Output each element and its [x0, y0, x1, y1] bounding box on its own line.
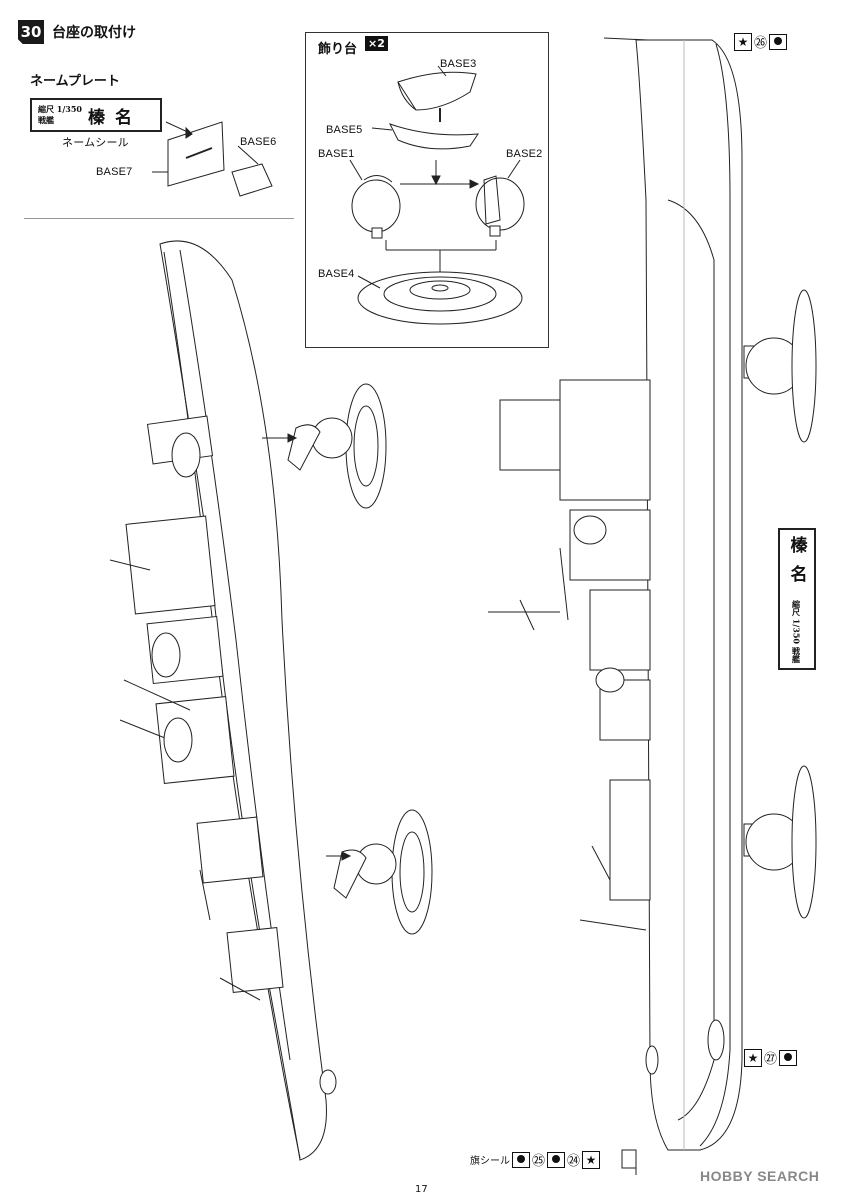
stand-exploded-drawing: [349, 65, 525, 325]
sticker-label: ネームシール: [62, 137, 129, 149]
nameplate-ship-name: 榛名: [87, 107, 142, 128]
part-label-base2: BASE2: [506, 148, 543, 160]
part-label-base7: BASE7: [96, 166, 133, 178]
nameplate-scale-block: 縮尺 1/350 戦艦: [38, 104, 82, 126]
flag-number-stern: ㉗: [764, 1052, 778, 1067]
part-label-base5: BASE5: [326, 124, 363, 136]
left-ship-stands: [262, 383, 433, 935]
step-number-badge: 30: [18, 20, 44, 44]
ship-diagonal-drawing: [109, 240, 337, 1161]
rising-sun-flag-icon: [769, 33, 788, 50]
flag-sticker-label: 旗シール: [470, 1156, 510, 1167]
rising-sun-flag-icon: [779, 1049, 798, 1066]
part-label-base1: BASE1: [318, 148, 355, 160]
side-nameplate: 榛名 縮尺 1/350 戦艦: [778, 528, 816, 670]
page-number: 17: [415, 1184, 428, 1195]
part-label-base3: BASE3: [440, 58, 477, 70]
flag-number-25: ㉕: [532, 1154, 546, 1169]
side-nameplate-ship-name: 榛名: [786, 536, 807, 594]
flag-sticker-callout: 旗シール ㉕ ㉔ ★: [470, 1150, 601, 1169]
nameplate-sticker: 縮尺 1/350 戦艦 榛名: [30, 98, 162, 132]
right-ship-stands: [743, 289, 817, 919]
step-title: 台座の取付け: [52, 25, 136, 41]
star-flag-icon: ★: [582, 1150, 601, 1169]
nameplate-parts-drawing: [152, 121, 273, 197]
flag-callout-top: ★ ㉖: [734, 32, 788, 51]
section-divider: [24, 218, 294, 219]
flag-number-top: ㉖: [754, 36, 768, 51]
nameplate-scale: 縮尺 1/350: [38, 104, 82, 114]
side-nameplate-scale: 縮尺 1/350 戦艦: [791, 600, 802, 663]
flag-callout-stern: ★ ㉗: [744, 1048, 798, 1067]
ship-vertical-drawing: [488, 37, 743, 1175]
part-label-base4: BASE4: [318, 268, 355, 280]
stand-section-title: 飾り台: [318, 42, 358, 57]
watermark-logo: HOBBY SEARCH: [700, 1168, 820, 1184]
star-flag-icon: ★: [744, 1048, 762, 1067]
flag-number-24: ㉔: [567, 1154, 581, 1169]
nameplate-section-title: ネームプレート: [30, 74, 120, 89]
stand-assembly-box: [305, 32, 549, 348]
star-flag-icon: ★: [734, 32, 752, 51]
part-label-base6: BASE6: [240, 136, 277, 148]
signal-flag-icon: [547, 1151, 566, 1168]
nameplate-class: 戦艦: [38, 115, 54, 125]
quantity-badge: ×2: [365, 36, 388, 51]
signal-flag-icon: [512, 1151, 530, 1168]
